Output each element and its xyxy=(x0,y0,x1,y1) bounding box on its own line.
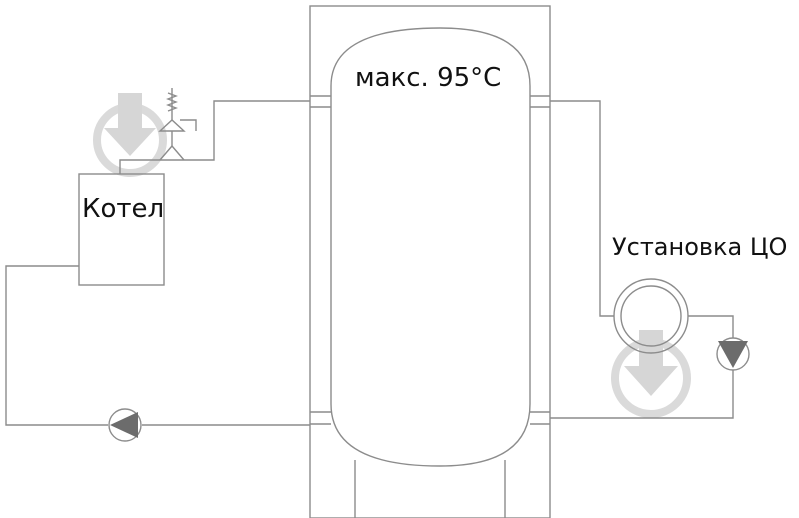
tank-port-left-upper xyxy=(310,95,331,108)
pipe-heating-to-tank xyxy=(550,370,734,419)
watermark-left xyxy=(93,93,167,177)
tank-port-right-upper xyxy=(530,95,550,108)
pipe-tank-to-heating xyxy=(550,100,614,317)
pipe-heating-return xyxy=(688,315,734,338)
boiler-box xyxy=(78,173,165,286)
tank-max-temp-label: макс. 95°C xyxy=(355,63,501,93)
tank-port-left-lower xyxy=(310,411,331,425)
storage-tank xyxy=(309,5,551,518)
heating-coil-icon xyxy=(613,278,689,354)
tank-port-right-lower xyxy=(530,411,550,425)
pump-icon xyxy=(108,408,142,442)
boiler-label: Котел xyxy=(82,194,164,224)
pipe-boiler-supply xyxy=(119,100,310,174)
watermark-right xyxy=(611,330,691,418)
tank-vessel xyxy=(330,27,531,467)
safety-valve-icon xyxy=(158,88,197,161)
heating-unit-label: Установка ЦО xyxy=(612,233,787,261)
tank-outer-frame xyxy=(309,5,551,518)
pipe-boiler-return xyxy=(5,265,108,426)
pump-icon xyxy=(716,337,750,371)
tank-legs xyxy=(354,460,506,518)
